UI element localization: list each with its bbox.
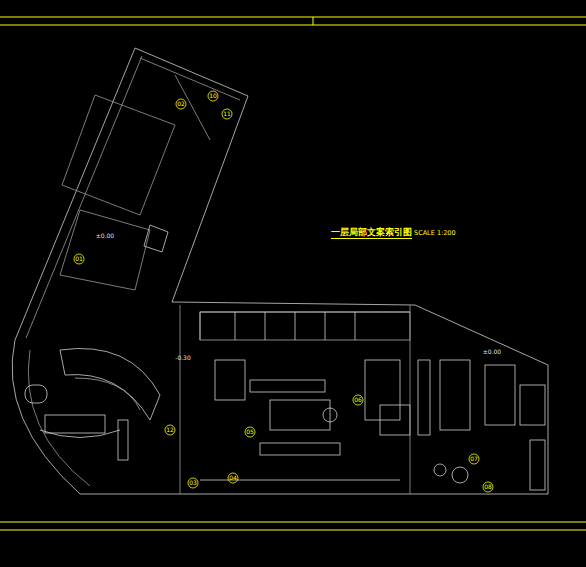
level-mark: ±0.00 — [483, 349, 501, 355]
level-mark: ±0.00 — [96, 233, 114, 239]
level-mark: -0.30 — [175, 355, 191, 361]
callout-number: 12 — [166, 427, 174, 433]
drawing-title: 一层局部文案索引图 — [331, 228, 412, 239]
callout-number: 03 — [189, 480, 197, 486]
callout-number: 11 — [223, 111, 231, 117]
callout-number: 05 — [246, 429, 254, 435]
callout-number: 07 — [470, 456, 478, 462]
callout-number: 06 — [354, 397, 362, 403]
callout-number: 10 — [209, 93, 217, 99]
scale-note: SCALE 1:200 — [414, 230, 456, 237]
callout-number: 02 — [177, 101, 185, 107]
callout-number: 01 — [75, 256, 83, 262]
callout-number: 08 — [484, 484, 492, 490]
callout-number: 04 — [229, 475, 237, 481]
